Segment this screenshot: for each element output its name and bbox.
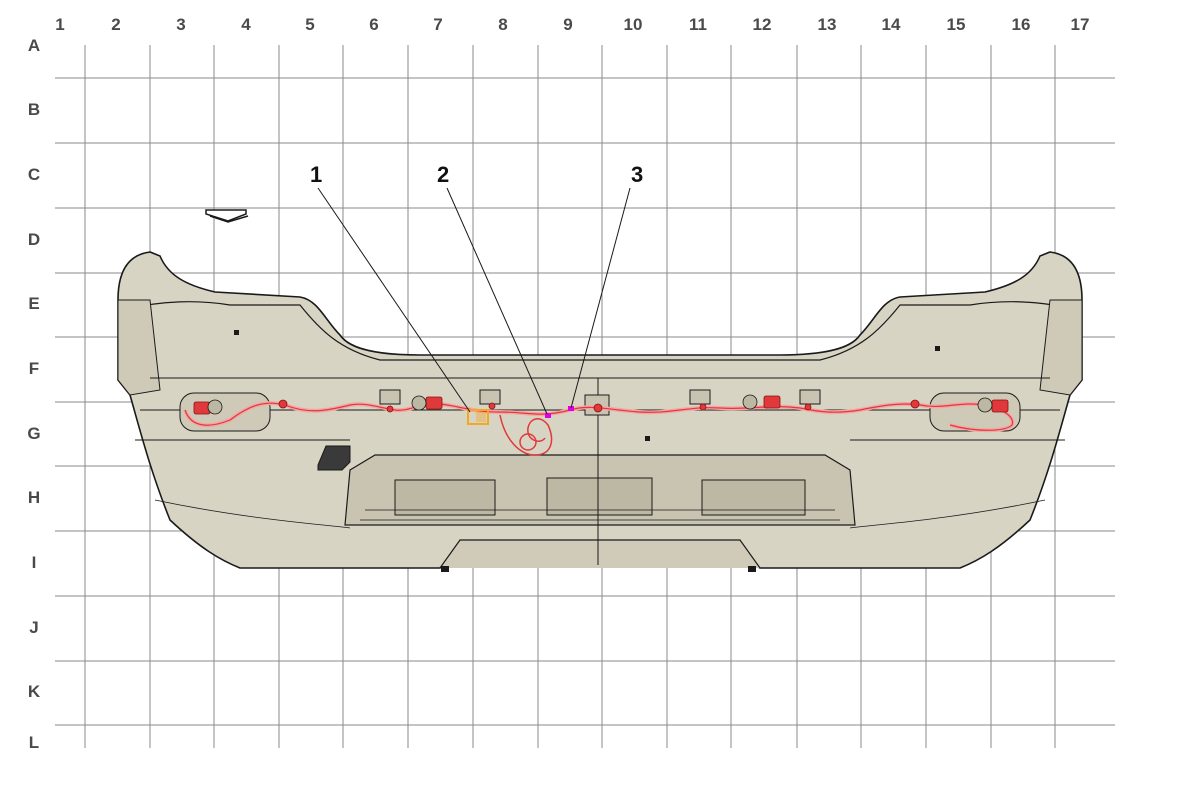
callout-3: 3 xyxy=(631,162,643,187)
row-label: B xyxy=(28,100,40,119)
row-label: J xyxy=(29,618,38,637)
column-label: 8 xyxy=(498,15,507,34)
row-label: H xyxy=(28,488,40,507)
row-label: L xyxy=(29,733,39,752)
column-label: 5 xyxy=(305,15,314,34)
callout-leaders xyxy=(317,187,631,415)
left-flap xyxy=(117,299,161,396)
column-label: 13 xyxy=(818,15,837,34)
orange-connector xyxy=(467,409,489,425)
magenta-connector-3 xyxy=(568,406,574,411)
row-label: C xyxy=(28,165,40,184)
row-label: I xyxy=(32,553,37,572)
row-label: E xyxy=(28,294,39,313)
wiring-harness xyxy=(183,394,1015,456)
tow-hook-cover xyxy=(317,445,351,471)
row-labels: A B C D E F G H I J K L xyxy=(27,36,40,752)
column-label: 12 xyxy=(753,15,772,34)
column-label: 11 xyxy=(689,15,707,34)
row-label: D xyxy=(28,230,40,249)
row-label: F xyxy=(29,359,39,378)
column-label: 16 xyxy=(1012,15,1031,34)
column-label: 7 xyxy=(433,15,442,34)
column-label: 2 xyxy=(111,15,120,34)
column-label: 6 xyxy=(369,15,378,34)
column-label: 1 xyxy=(55,15,64,34)
callout-2: 2 xyxy=(437,162,449,187)
bumper-top-edge xyxy=(124,301,1076,361)
magenta-connector-2 xyxy=(545,413,551,418)
column-label: 9 xyxy=(563,15,572,34)
column-label: 14 xyxy=(882,15,901,34)
column-label: 17 xyxy=(1071,15,1090,34)
row-label: A xyxy=(28,36,40,55)
harness-loop xyxy=(499,414,553,456)
row-label: K xyxy=(28,682,41,701)
right-flap xyxy=(1039,299,1083,396)
column-label: 15 xyxy=(947,15,966,34)
row-label: G xyxy=(27,424,40,443)
column-label: 4 xyxy=(241,15,251,34)
column-label: 3 xyxy=(176,15,185,34)
arrow-down-icon xyxy=(205,209,249,223)
callout-1: 1 xyxy=(310,162,322,187)
column-label: 10 xyxy=(624,15,643,34)
lower-step xyxy=(439,539,761,569)
